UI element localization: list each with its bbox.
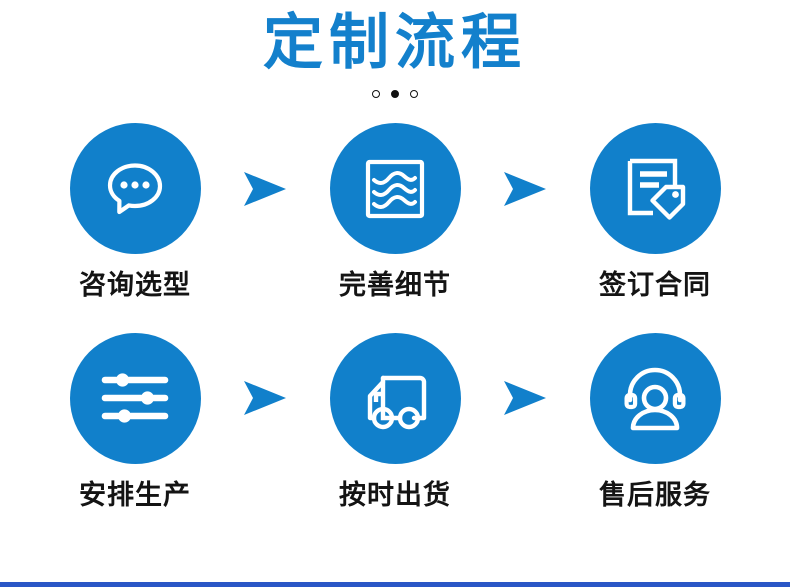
step-item-4[interactable]: 安排生产 (39, 332, 231, 511)
carousel-dot-3[interactable] (410, 90, 418, 99)
sliders-icon (97, 363, 173, 433)
headset-person-icon (616, 362, 694, 434)
step-icon-circle-3 (589, 123, 721, 255)
step-item-2[interactable]: 完善细节 (299, 123, 491, 301)
document-tag-icon (617, 151, 693, 227)
step-icon-circle-4 (69, 332, 201, 464)
step-item-3[interactable]: 签订合同 (559, 123, 751, 301)
process-steps: 咨询选型 (0, 123, 790, 510)
step-item-6[interactable]: 售后服务 (559, 332, 751, 511)
waves-in-frame-icon (358, 152, 432, 226)
carousel-dot-1[interactable] (372, 90, 380, 99)
page-title: 定制流程 (263, 8, 527, 78)
step-label-1: 咨询选型 (79, 270, 191, 302)
step-label-4: 安排生产 (79, 479, 191, 511)
step-arrow-2 (491, 123, 559, 254)
step-label-3: 签订合同 (599, 270, 711, 302)
step-label-6: 售后服务 (599, 479, 711, 511)
bottom-accent-bar (0, 582, 790, 587)
step-icon-circle-1 (69, 123, 201, 255)
step-label-5: 按时出货 (339, 479, 451, 511)
step-item-1[interactable]: 咨询选型 (39, 123, 231, 301)
carousel-dot-2[interactable] (391, 90, 399, 99)
process-steps-row-1: 咨询选型 (0, 123, 790, 301)
arrow-right-icon (502, 169, 548, 209)
step-arrow-3 (231, 333, 299, 464)
carousel-dots (0, 87, 790, 101)
step-arrow-4 (491, 333, 559, 464)
chat-bubble-dots-icon (97, 151, 173, 227)
step-icon-circle-5 (329, 332, 461, 464)
process-steps-row-2: 安排生产 (0, 332, 790, 511)
step-item-5[interactable]: 按时出货 (299, 332, 491, 511)
step-label-2: 完善细节 (339, 270, 451, 302)
step-arrow-1 (231, 123, 299, 254)
step-icon-circle-2 (329, 123, 461, 255)
step-icon-circle-6 (589, 332, 721, 464)
truck-icon (357, 362, 433, 434)
arrow-right-icon (242, 169, 288, 209)
header: 定制流程 (0, 0, 790, 101)
arrow-right-icon (242, 378, 288, 418)
arrow-right-icon (502, 378, 548, 418)
